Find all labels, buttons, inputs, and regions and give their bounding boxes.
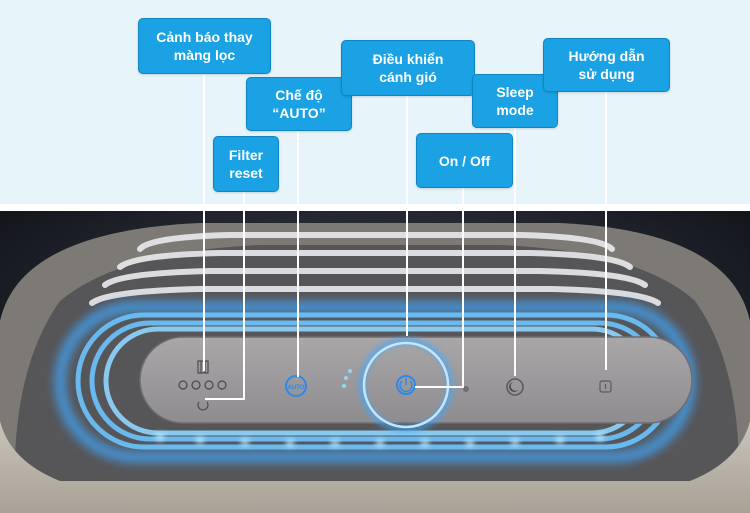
- leader-manual: [605, 92, 607, 370]
- purifier-photo: AUTO: [0, 211, 750, 513]
- leader-auto-mode: [297, 131, 299, 377]
- leader-on-off: [462, 188, 464, 388]
- auto-button-label: AUTO: [288, 385, 305, 391]
- filter-indicator-icon: [178, 360, 227, 390]
- callout-filter-warning: Cảnh báo thay màng lọc: [138, 18, 271, 74]
- leader-sleep-mode: [514, 128, 516, 376]
- leader-fan-control: [406, 96, 408, 336]
- leader-filter-warning: [203, 74, 205, 371]
- power-button[interactable]: [396, 375, 416, 395]
- callout-manual: Hướng dẫn sử dụng: [543, 38, 670, 92]
- filter-reset-icon[interactable]: [197, 401, 209, 411]
- auto-mode-button[interactable]: AUTO: [285, 375, 307, 397]
- callout-auto-mode: Chế độ “AUTO”: [246, 77, 352, 131]
- callout-background: [0, 0, 750, 204]
- callout-filter-reset: Filter reset: [213, 136, 279, 192]
- leader-on-off-horizontal: [415, 386, 464, 388]
- leader-filter-reset-horizontal: [205, 398, 245, 400]
- fan-speed-icon: [342, 369, 352, 388]
- callout-fan-control: Điều khiển cánh gió: [341, 40, 475, 96]
- sleep-mode-button[interactable]: [506, 378, 524, 396]
- callout-on-off: On / Off: [416, 133, 513, 188]
- fan-icon: [463, 386, 469, 392]
- manual-icon[interactable]: [599, 380, 612, 393]
- leader-filter-reset: [243, 192, 245, 400]
- divider: [0, 204, 750, 211]
